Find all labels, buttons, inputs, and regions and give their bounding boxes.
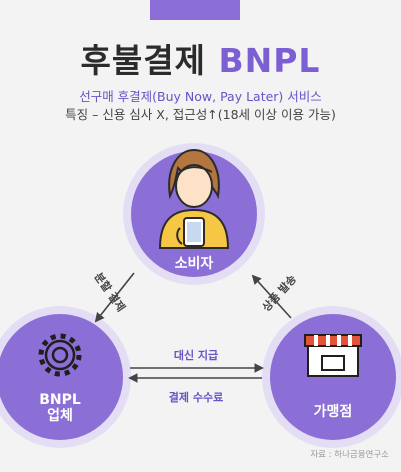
gear-icon bbox=[38, 333, 82, 377]
bnpl-label-line2: 업체 bbox=[47, 408, 73, 424]
subtitle-definition: 선구매 후결제(Buy Now, Pay Later) 서비스 bbox=[79, 89, 322, 104]
arrow-merchant-to-consumer bbox=[251, 274, 292, 319]
consumer-node bbox=[123, 143, 265, 285]
bnpl-company-label: BNPL 업체 bbox=[30, 392, 90, 424]
header-tab-decoration bbox=[150, 0, 240, 20]
edge-label-pay-on-behalf: 대신 지급 bbox=[173, 349, 219, 362]
store-icon bbox=[304, 334, 362, 377]
source-note: 자료 : 하나금융연구소 bbox=[310, 450, 389, 460]
merchant-label: 가맹점 bbox=[313, 404, 353, 420]
person-with-phone-icon bbox=[158, 148, 230, 249]
merchant-node bbox=[262, 306, 401, 448]
title-main: 후불결제 bbox=[80, 41, 206, 80]
page-title: 후불결제 BNPL bbox=[0, 34, 401, 82]
edge-label-fee: 결제 수수료 bbox=[168, 391, 224, 404]
bnpl-label-line1: BNPL bbox=[39, 392, 81, 408]
subtitle-features: 특징 – 신용 심사 X, 접근성↑(18세 이상 이용 가능) bbox=[65, 107, 336, 122]
consumer-label: 소비자 bbox=[174, 256, 214, 272]
bnpl-company-node bbox=[0, 306, 131, 448]
arrow-consumer-to-bnpl bbox=[94, 272, 135, 323]
title-accent: BNPL bbox=[218, 41, 321, 80]
